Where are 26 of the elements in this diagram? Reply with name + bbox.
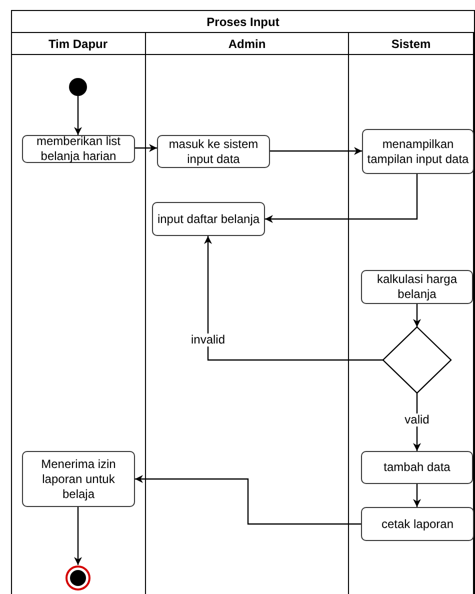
arrow <box>74 96 82 135</box>
edge-label: invalid <box>190 334 226 346</box>
activity-box: masuk ke sistem input data <box>157 135 270 168</box>
activity-box: memberikan list belanja harian <box>22 135 135 163</box>
arrow <box>265 174 418 223</box>
swimlane <box>11 33 146 594</box>
arrow <box>135 144 157 152</box>
activity-box: input daftar belanja <box>152 202 265 236</box>
activity-box: menampilkan tampilan input data <box>362 129 474 174</box>
activity-box: kalkulasi harga belanja <box>361 270 473 304</box>
edge-label: valid <box>404 414 430 426</box>
arrow <box>413 304 421 327</box>
activity-box: Menerima izin laporan untuk belaja <box>22 451 135 507</box>
arrow <box>413 484 421 507</box>
lane-header: Tim Dapur <box>11 33 145 55</box>
swimlane <box>349 33 474 594</box>
arrow <box>135 475 361 525</box>
swimlane <box>146 33 349 594</box>
arrow <box>74 507 82 565</box>
activity-box: cetak laporan <box>361 507 474 541</box>
pool-title: Proses Input <box>12 11 474 33</box>
lane-header: Sistem <box>349 33 473 55</box>
arrow <box>204 236 383 361</box>
activity-box: tambah data <box>361 451 473 484</box>
lane-header: Admin <box>146 33 348 55</box>
arrow <box>270 147 362 155</box>
